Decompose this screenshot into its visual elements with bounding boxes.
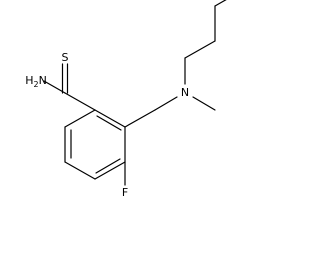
- atom-label-s: S: [62, 51, 69, 64]
- ring-bond-1: [94, 109, 126, 128]
- ring-bond-4: [64, 161, 96, 180]
- molecule-diagram: S H2N N F: [25, 0, 227, 199]
- bond-c-nh2: [43, 80, 66, 94]
- ring-bond-1-inner: [96, 115, 122, 131]
- atom-label-n: N: [181, 86, 189, 99]
- ring-bond-3-inner: [95, 158, 121, 174]
- structure-svg: S H2N N F: [25, 0, 227, 199]
- bond-ring-to-thioamide: [64, 92, 96, 111]
- ring-bond-3: [94, 161, 126, 180]
- bond-ch2-to-n: [154, 96, 178, 111]
- bond-n-to-methyl: [192, 96, 216, 111]
- atom-label-nh2: H2N: [25, 74, 47, 89]
- bond-butyl-3: [214, 0, 227, 7]
- bond-butyl-1: [184, 40, 216, 59]
- ring-bond-6: [64, 109, 96, 128]
- bond-ring-to-ch2: [124, 109, 156, 128]
- atom-label-f: F: [122, 186, 128, 199]
